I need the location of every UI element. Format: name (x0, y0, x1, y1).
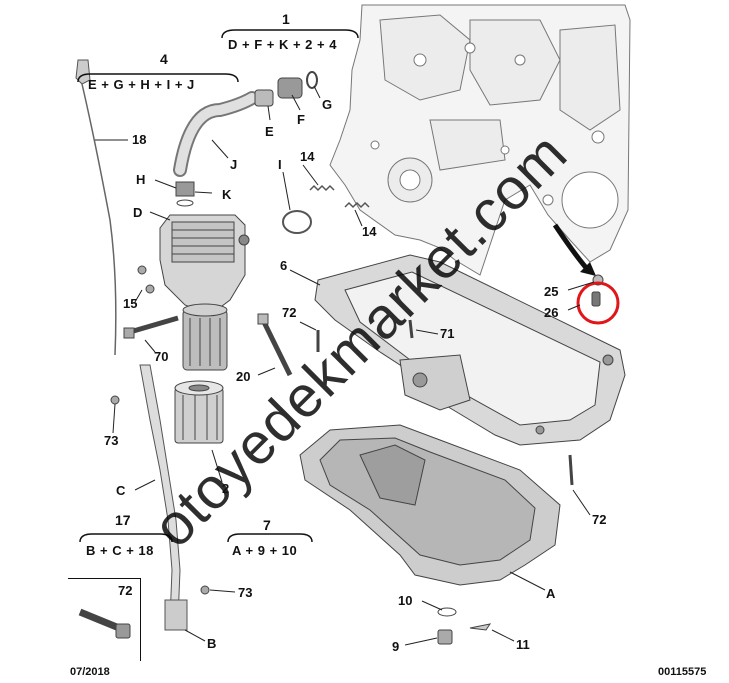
callout-f: F (297, 112, 305, 127)
bolts-71-72 (316, 319, 574, 486)
callout-14-lower: 14 (362, 224, 377, 239)
group-17-number: 17 (115, 512, 131, 528)
callout-26: 26 (544, 305, 559, 320)
dipstick-tube (139, 364, 188, 631)
fittings-efg (254, 71, 318, 107)
callout-72-right: 72 (592, 512, 607, 527)
group-7-number: 7 (263, 517, 271, 533)
callout-72-upper: 72 (282, 305, 297, 320)
callout-20: 20 (236, 369, 251, 384)
callout-j: J (230, 157, 238, 172)
highlight-circle (576, 281, 620, 325)
callout-70: 70 (154, 349, 169, 364)
oil-pan-lower (299, 424, 561, 586)
bolt-70 (123, 315, 179, 339)
footer-ref: 00115575 (658, 666, 707, 678)
callout-71: 71 (440, 326, 455, 341)
springs-14 (309, 184, 370, 209)
parts-25-26 (591, 274, 604, 307)
oil-filter-element (174, 380, 224, 444)
callout-6: 6 (280, 258, 288, 273)
group-1-number: 1 (282, 11, 290, 27)
oil-pan-upper (314, 254, 626, 446)
small-bolts (110, 265, 210, 595)
footer-date: 07/2018 (70, 666, 110, 678)
callout-k: K (222, 187, 232, 202)
oil-filter-upper (182, 303, 228, 371)
callout-d: D (133, 205, 143, 220)
drain-parts (437, 607, 492, 645)
leader-lines (95, 85, 595, 646)
sensor-20 (257, 313, 293, 377)
callout-25: 25 (544, 284, 559, 299)
pointer-arrowhead (580, 262, 596, 276)
callout-73-upper: 73 (104, 433, 119, 448)
group-4-formula: E + G + H + I + J (88, 77, 195, 92)
callout-10: 10 (398, 593, 413, 608)
callout-h: H (136, 172, 146, 187)
callout-c: C (116, 483, 126, 498)
o-ring (282, 210, 312, 234)
group-1-formula: D + F + K + 2 + 4 (228, 37, 337, 52)
callout-14-upper: 14 (300, 149, 315, 164)
callout-9: 9 (392, 639, 400, 654)
callout-18: 18 (132, 132, 147, 147)
callout-73-lower: 73 (238, 585, 253, 600)
group-4-number: 4 (160, 51, 168, 67)
box72-bolt (78, 608, 131, 639)
oil-filter-housing (159, 214, 250, 316)
callout-11: 11 (516, 637, 530, 652)
group-brackets (77, 29, 359, 543)
callout-e: E (265, 124, 274, 139)
part-72-detail-box (68, 578, 141, 661)
group-17-formula: B + C + 18 (86, 543, 154, 558)
callout-a: A (546, 586, 556, 601)
dipstick (75, 59, 117, 356)
callout-b: B (207, 636, 217, 651)
callout-i: I (278, 157, 282, 172)
engine-block (329, 4, 631, 276)
callout-72-box: 72 (118, 583, 133, 598)
group-7-formula: A + 9 + 10 (232, 543, 298, 558)
callout-g: G (322, 97, 333, 112)
callout-2: 2 (222, 481, 230, 496)
fitting-hk (175, 181, 195, 207)
callout-15: 15 (123, 296, 138, 311)
